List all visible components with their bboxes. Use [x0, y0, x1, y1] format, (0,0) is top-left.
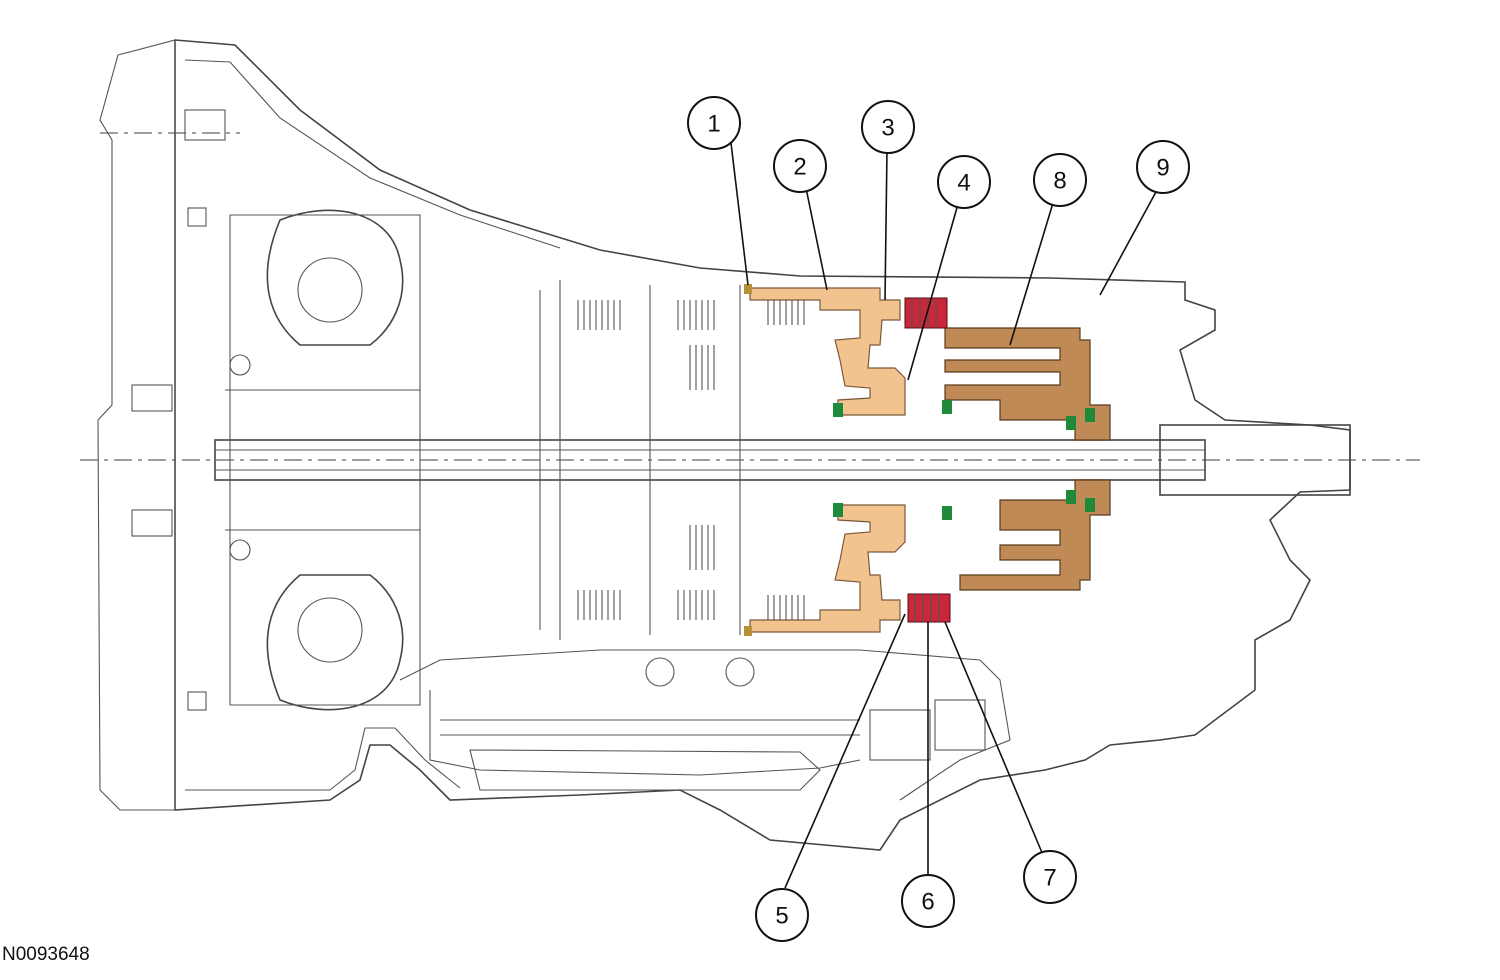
lower-light-tan-drum — [749, 504, 906, 633]
seal-2 — [942, 400, 952, 414]
callout-6: 6 — [901, 874, 955, 928]
seal-6 — [942, 506, 952, 520]
seal-1 — [833, 403, 843, 417]
upper-red-plates — [904, 297, 948, 329]
leader-lines — [730, 142, 1158, 889]
lower-red-plates — [907, 593, 951, 623]
planetary-gearset-dark-tan — [944, 327, 1111, 591]
callout-2: 2 — [773, 139, 827, 193]
leader-4 — [907, 203, 959, 381]
callout-6-label: 6 — [921, 889, 934, 916]
valve-body — [440, 657, 986, 761]
seal-7 — [1066, 490, 1076, 504]
leader-5 — [784, 613, 906, 889]
callout-4: 4 — [937, 155, 991, 209]
leader-8 — [1009, 202, 1054, 346]
upper-dark-tan-planetary — [944, 327, 1111, 441]
callout-3: 3 — [861, 100, 915, 154]
callouts: 1 2 3 4 5 6 7 8 — [687, 96, 1190, 942]
seal-5 — [833, 503, 843, 517]
seal-3 — [1066, 416, 1076, 430]
seal-8 — [1085, 498, 1095, 512]
callout-1: 1 — [687, 96, 741, 150]
leader-2 — [805, 187, 828, 291]
leader-7 — [944, 621, 1044, 856]
callout-3-label: 3 — [881, 115, 894, 142]
forward-clutch-packs — [539, 280, 805, 640]
item-1-marker-lower — [744, 626, 752, 636]
callout-5: 5 — [755, 888, 809, 942]
callout-7: 7 — [1023, 850, 1077, 904]
leader-3 — [884, 149, 888, 301]
callout-9: 9 — [1136, 140, 1190, 194]
bell-housing-bolts — [131, 109, 226, 711]
seal-4 — [1085, 408, 1095, 422]
leader-9 — [1099, 189, 1158, 296]
callout-8: 8 — [1033, 153, 1087, 207]
main-shaft — [214, 424, 1351, 496]
callout-1-label: 1 — [707, 111, 720, 138]
upper-light-tan-drum — [749, 287, 906, 416]
transmission-case — [97, 39, 1351, 851]
callout-9-label: 9 — [1156, 155, 1169, 182]
callout-5-label: 5 — [775, 903, 788, 930]
callout-2-label: 2 — [793, 154, 806, 181]
intermediate-clutch-plates-red — [904, 297, 951, 623]
callout-8-label: 8 — [1053, 168, 1066, 195]
leader-1 — [730, 142, 749, 286]
figure-id-label: N0093648 — [2, 944, 90, 965]
seals-green — [833, 400, 1095, 520]
callout-7-label: 7 — [1043, 865, 1056, 892]
lower-dark-tan-planetary — [959, 479, 1111, 591]
item-1-marker-upper — [744, 284, 752, 294]
torque-converter — [225, 209, 421, 711]
callout-4-label: 4 — [957, 170, 970, 197]
